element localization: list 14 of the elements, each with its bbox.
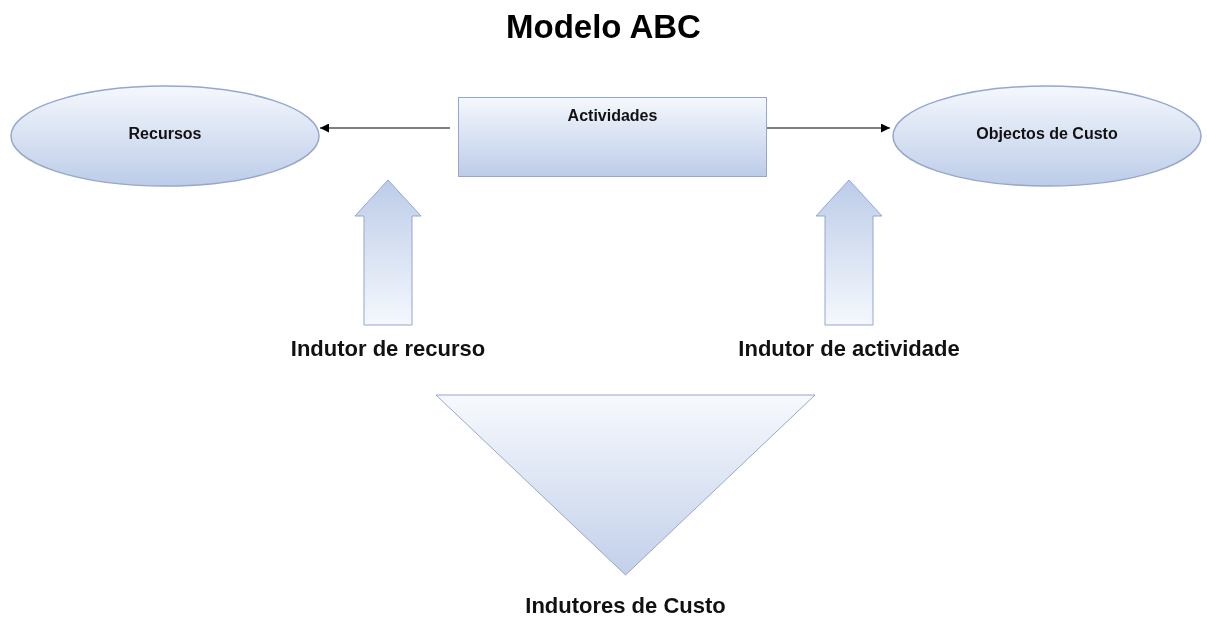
node-label: Indutores de Custo — [524, 593, 727, 619]
block-arrow — [815, 179, 883, 326]
arrow-label: Indutor de recurso — [289, 336, 487, 362]
process-box — [458, 97, 767, 177]
node-label: Objectos de Custo — [975, 125, 1119, 143]
block-arrow — [354, 179, 422, 326]
node-label: Recursos — [127, 125, 203, 143]
arrow-label: Indutor de actividade — [737, 336, 961, 362]
diagram-title: Modelo ABC — [505, 8, 702, 46]
arrow — [319, 123, 451, 133]
arrow — [766, 123, 891, 133]
ellipse-node — [10, 85, 320, 187]
node-label: Actividades — [566, 107, 659, 125]
ellipse-node — [892, 85, 1202, 187]
